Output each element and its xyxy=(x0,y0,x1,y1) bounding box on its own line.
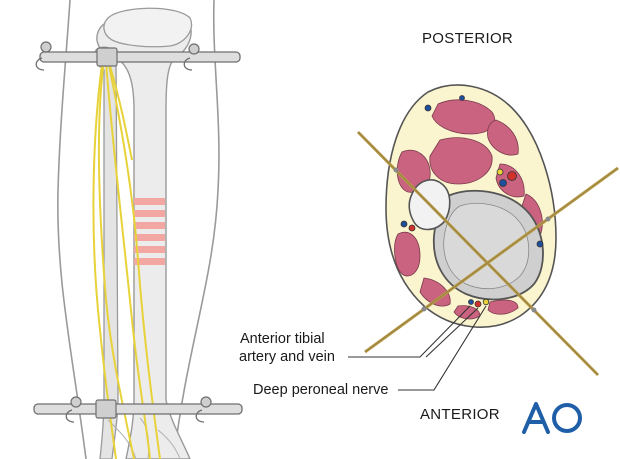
artery-leader-line xyxy=(348,305,471,358)
tibial-condyle xyxy=(103,7,193,48)
clamp-nut xyxy=(200,396,212,408)
wire-hook xyxy=(183,57,193,71)
nerve-dot xyxy=(496,168,504,176)
anterior-tibial-artery xyxy=(474,300,482,308)
clamp-nut xyxy=(40,41,52,53)
muscle xyxy=(429,137,493,185)
wire-skin-entry xyxy=(393,167,399,173)
label-leader-lines xyxy=(348,305,487,391)
wire-hook xyxy=(35,57,45,71)
wire-skin-entry xyxy=(531,307,537,313)
clamp-nut xyxy=(188,43,200,55)
nerve-branch xyxy=(92,63,117,459)
vein-dot xyxy=(499,179,507,187)
muscle-groups xyxy=(394,99,543,320)
artery-dot xyxy=(408,224,416,232)
fracture-mark xyxy=(134,258,165,265)
nerve-branch xyxy=(109,65,133,161)
wire-skin-entry xyxy=(421,306,427,312)
artery-dot xyxy=(507,171,517,181)
deep-peroneal-nerve xyxy=(482,298,490,306)
transfixion-wires xyxy=(356,130,619,377)
fracture-zone xyxy=(134,198,165,265)
fracture-mark xyxy=(134,198,165,205)
vein-dot xyxy=(536,240,544,248)
fracture-mark xyxy=(134,234,165,241)
tibia-medullary-canal xyxy=(443,203,530,290)
anterior-tibial-label-line2: artery and vein xyxy=(239,349,335,365)
neurovascular-structures xyxy=(400,95,544,308)
wire-hook xyxy=(195,409,205,423)
orientation-posterior-label: POSTERIOR xyxy=(422,30,514,47)
ao-logo xyxy=(522,402,582,434)
vein-dot xyxy=(459,95,465,101)
wire-skin-entry xyxy=(545,216,551,222)
artery-leader-line-2 xyxy=(425,307,479,358)
deep-peroneal-nerve-label: Deep peroneal nerve xyxy=(253,382,389,398)
leg-illustration xyxy=(33,0,243,459)
ao-logo-letter-a xyxy=(522,402,550,434)
cross-section-illustration xyxy=(348,84,619,391)
wire-hook xyxy=(65,409,75,423)
muscle xyxy=(419,277,451,307)
fracture-mark xyxy=(134,246,165,253)
muscle xyxy=(487,299,519,315)
orientation-anterior-label: ANTERIOR xyxy=(420,406,500,423)
fracture-mark xyxy=(134,210,165,217)
nerve-branch xyxy=(107,59,161,459)
pin-clamp xyxy=(95,399,117,419)
fracture-mark xyxy=(134,222,165,229)
vein-dot xyxy=(400,220,408,228)
connecting-rod-bottom xyxy=(33,403,243,415)
clamp-nut xyxy=(70,396,82,408)
wire-2-edge xyxy=(364,167,619,353)
muscle xyxy=(487,119,519,156)
fixator-frame-top xyxy=(35,41,241,71)
pin-clamp xyxy=(96,47,118,67)
wire-1-edge xyxy=(357,131,599,376)
vein-dot xyxy=(424,104,432,112)
ao-logo-letter-o xyxy=(552,403,582,433)
nerve-leader-line xyxy=(398,305,487,391)
connecting-rod-top xyxy=(39,51,241,63)
anterior-tibial-label-line1: Anterior tibial xyxy=(240,331,325,347)
muscle xyxy=(394,231,421,277)
anterior-tibial-vein xyxy=(468,299,474,305)
fixator-frame-bottom xyxy=(33,396,243,423)
